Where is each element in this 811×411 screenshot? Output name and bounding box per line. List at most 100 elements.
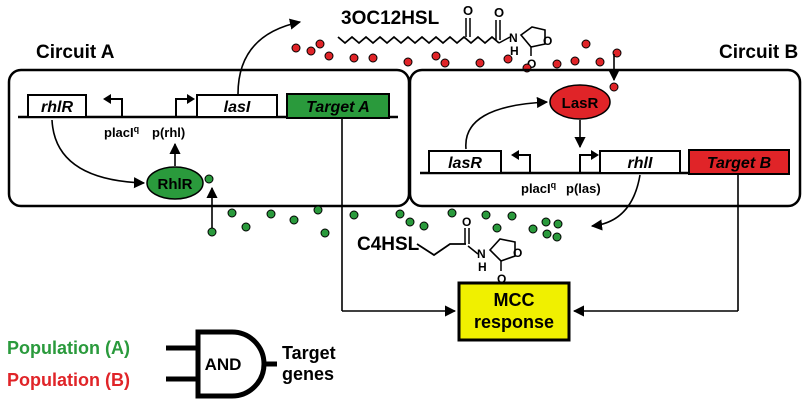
c4-dot bbox=[553, 219, 563, 229]
oc12-ring-o: O bbox=[543, 34, 552, 48]
oc12-dot bbox=[570, 56, 580, 66]
c4-dot bbox=[289, 215, 299, 225]
and-gate-label: AND bbox=[205, 355, 242, 374]
oc12-dot bbox=[503, 54, 513, 64]
oc12-dot bbox=[552, 59, 562, 69]
oc12-dot bbox=[595, 57, 605, 67]
c4-dot bbox=[507, 211, 517, 221]
rhlr-expression-arrow bbox=[51, 119, 146, 189]
lasi-gene-label: lasI bbox=[224, 99, 251, 116]
oc12-dot bbox=[368, 53, 378, 63]
c4-dot bbox=[395, 209, 405, 219]
circuit-a-title: Circuit A bbox=[36, 42, 115, 63]
target-a-label: Target A bbox=[306, 99, 370, 116]
prhl-promoter-arrowhead bbox=[187, 94, 195, 104]
c4-n-bond bbox=[467, 245, 479, 255]
prhl-promoter bbox=[175, 98, 188, 117]
target-b-label: Target B bbox=[707, 155, 771, 172]
lasi-gene bbox=[196, 94, 278, 118]
lasr-gene-label: lasR bbox=[448, 155, 482, 172]
c4-dot bbox=[419, 221, 429, 231]
rhlr-protein-label: RhlR bbox=[158, 176, 193, 193]
rhli-synthesis-arrow bbox=[590, 174, 641, 231]
oc12-dot bbox=[612, 48, 622, 58]
c4-lactone-ring bbox=[488, 238, 516, 262]
oc12-dot bbox=[291, 43, 301, 53]
placiq-label-a: placIq bbox=[104, 124, 139, 140]
rhlr-gene-label: rhlR bbox=[41, 99, 73, 116]
lasr-protein bbox=[549, 84, 611, 120]
c4-dot bbox=[405, 217, 415, 227]
c4-dot bbox=[492, 223, 502, 233]
circuit-b-title: Circuit B bbox=[719, 42, 798, 63]
oc12-dot bbox=[349, 53, 359, 63]
c4-dot bbox=[481, 210, 491, 220]
c4-ring-o: O bbox=[513, 246, 522, 260]
oc12-lactone-ring bbox=[519, 26, 546, 48]
oc12-n-bond bbox=[498, 36, 511, 44]
target-genes-line1: Target bbox=[282, 343, 336, 363]
lasr-gene bbox=[428, 150, 502, 174]
target-b-gene bbox=[688, 149, 790, 175]
oc12-dot bbox=[306, 46, 316, 56]
c4-dot bbox=[349, 210, 359, 220]
c4-dot bbox=[542, 229, 552, 239]
population-b-label: Population (B) bbox=[7, 370, 130, 390]
c4-dot bbox=[313, 205, 323, 215]
c4-amide-o: O bbox=[462, 215, 471, 229]
target-genes-line2: genes bbox=[282, 364, 334, 384]
plas-label: p(las) bbox=[566, 181, 601, 196]
c4-dot bbox=[207, 227, 217, 237]
oc12-keto-o: O bbox=[463, 3, 473, 18]
placiq-label-b: placIq bbox=[521, 180, 556, 196]
placiq-promoter-b bbox=[518, 154, 531, 173]
oc12-h: H bbox=[510, 44, 519, 58]
target-a-gene bbox=[286, 93, 390, 119]
lasr-protein-label: LasR bbox=[562, 95, 599, 112]
oc12-dot bbox=[440, 58, 450, 68]
c4hsl-bound-dot bbox=[204, 174, 214, 184]
rhlr-gene bbox=[27, 94, 87, 118]
c4-dot bbox=[552, 232, 562, 242]
rhli-gene bbox=[599, 150, 681, 174]
lasr-expression-arrow bbox=[465, 96, 549, 150]
lasi-synthesis-arrow bbox=[237, 18, 302, 95]
prhl-label: p(rhl) bbox=[152, 125, 185, 140]
oc12-bound-dot bbox=[609, 82, 619, 92]
c4-acyl-chain bbox=[416, 243, 466, 257]
c4-label: C4HSL bbox=[357, 234, 420, 255]
c4-dot bbox=[528, 224, 538, 234]
c4-n: N bbox=[477, 247, 486, 261]
c4-dot bbox=[227, 208, 237, 218]
oc12-dot bbox=[475, 58, 485, 68]
c4-dot bbox=[241, 222, 251, 232]
oc12-dot bbox=[581, 39, 591, 49]
c4-carbonyl-o: O bbox=[497, 272, 506, 286]
c4-dot bbox=[320, 228, 330, 238]
c4-h: H bbox=[478, 260, 487, 274]
c4-dot bbox=[266, 209, 276, 219]
response-label: response bbox=[474, 312, 554, 332]
c4-dot bbox=[541, 217, 551, 227]
placiq-promoter-b-arrowhead bbox=[511, 150, 519, 160]
c4-signal-dots bbox=[207, 205, 563, 242]
plas-promoter-arrowhead bbox=[591, 150, 599, 160]
oc12-dot bbox=[315, 39, 325, 49]
oc12-dot bbox=[431, 51, 441, 61]
mcc-label: MCC bbox=[494, 290, 535, 310]
oc12-carbonyl-o: O bbox=[527, 57, 536, 71]
placiq-promoter-a-arrowhead bbox=[103, 94, 111, 104]
population-a-label: Population (A) bbox=[7, 338, 130, 358]
mcc-response-box bbox=[457, 281, 571, 342]
plas-promoter bbox=[579, 154, 592, 173]
oc12-dot bbox=[324, 51, 334, 61]
circuit-b-box bbox=[408, 68, 802, 208]
oc12-amide-o: O bbox=[494, 5, 504, 20]
circuit-a-box bbox=[7, 68, 411, 208]
c4-dot bbox=[447, 208, 457, 218]
oc12-acyl-chain bbox=[337, 35, 500, 45]
rhli-gene-label: rhlI bbox=[628, 155, 653, 172]
oc12-n: N bbox=[509, 31, 518, 45]
